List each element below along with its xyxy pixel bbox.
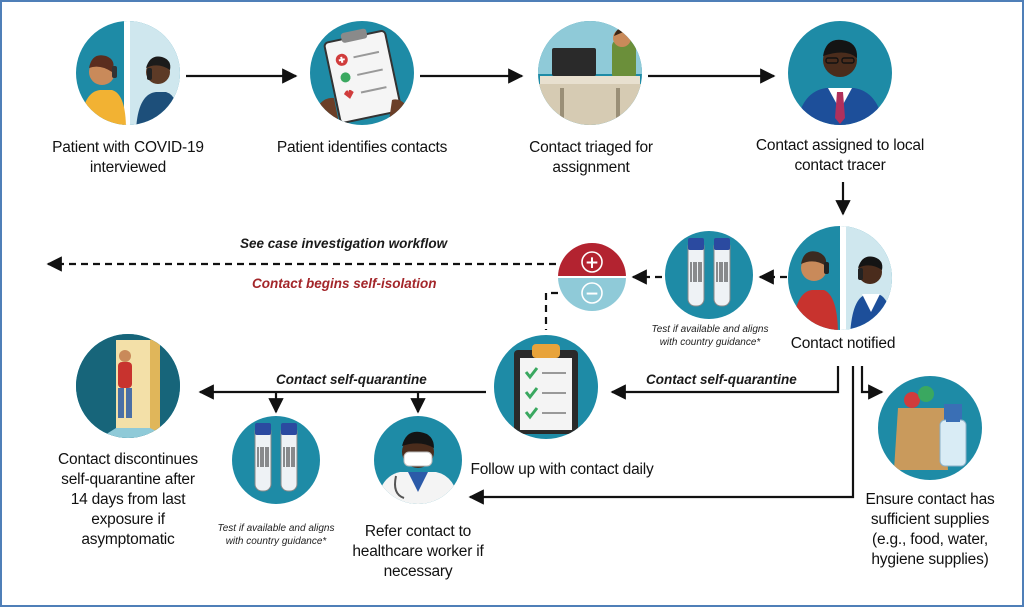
contact-tracer-icon xyxy=(788,21,892,125)
clipboard-checklist-icon xyxy=(310,21,414,125)
arrow-notified-to-supplies xyxy=(860,366,884,400)
test-result-icon: + − xyxy=(558,243,626,311)
node-refer-healthcare: Refer contact to healthcare worker if ne… xyxy=(352,523,484,580)
arrow-notified-to-refer xyxy=(468,366,855,505)
negative-symbol: − xyxy=(585,284,599,304)
edge-self-quarantine-left: Contact self-quarantine xyxy=(276,372,427,387)
positive-symbol: + xyxy=(585,253,599,273)
test-tubes-icon xyxy=(665,231,753,319)
note-test-upper: Test if available and aligns with countr… xyxy=(651,324,769,348)
arrow-negative-to-followup xyxy=(544,291,558,330)
node-ensure-supplies: Ensure contact has sufficient supplies (… xyxy=(865,491,995,568)
node-follow-up-daily: Follow up with contact daily xyxy=(470,461,654,478)
clipboard-followup-icon xyxy=(494,335,598,439)
edge-self-quarantine-right: Contact self-quarantine xyxy=(646,372,797,387)
test-tubes-icon xyxy=(232,416,320,504)
node-discontinues-quarantine: Contact discontinues self-quarantine aft… xyxy=(58,451,198,548)
node-contact-triaged: Contact triaged for assignment xyxy=(529,139,653,176)
positive-symbol-ring xyxy=(581,251,603,273)
node-identifies-contacts: Patient identifies contacts xyxy=(276,139,448,156)
negative-symbol-ring xyxy=(581,282,603,304)
phone-call-icon xyxy=(76,21,180,125)
door-exit-icon xyxy=(76,334,180,438)
edge-see-case-investigation: See case investigation workflow xyxy=(240,236,448,251)
arrow-notified-to-followup xyxy=(610,366,840,400)
node-contact-notified: Contact notified xyxy=(790,335,896,352)
doctor-mask-icon xyxy=(374,416,462,504)
laptop-desk-icon xyxy=(538,21,642,125)
node-contact-assigned: Contact assigned to local contact tracer xyxy=(755,137,925,174)
edge-begins-self-isolation: Contact begins self-isolation xyxy=(252,276,437,291)
node-patient-interviewed: Patient with COVID-19 interviewed xyxy=(52,139,204,176)
phone-call-icon xyxy=(788,226,892,330)
note-test-lower: Test if available and aligns with countr… xyxy=(217,523,335,547)
grocery-bag-icon xyxy=(878,376,982,480)
